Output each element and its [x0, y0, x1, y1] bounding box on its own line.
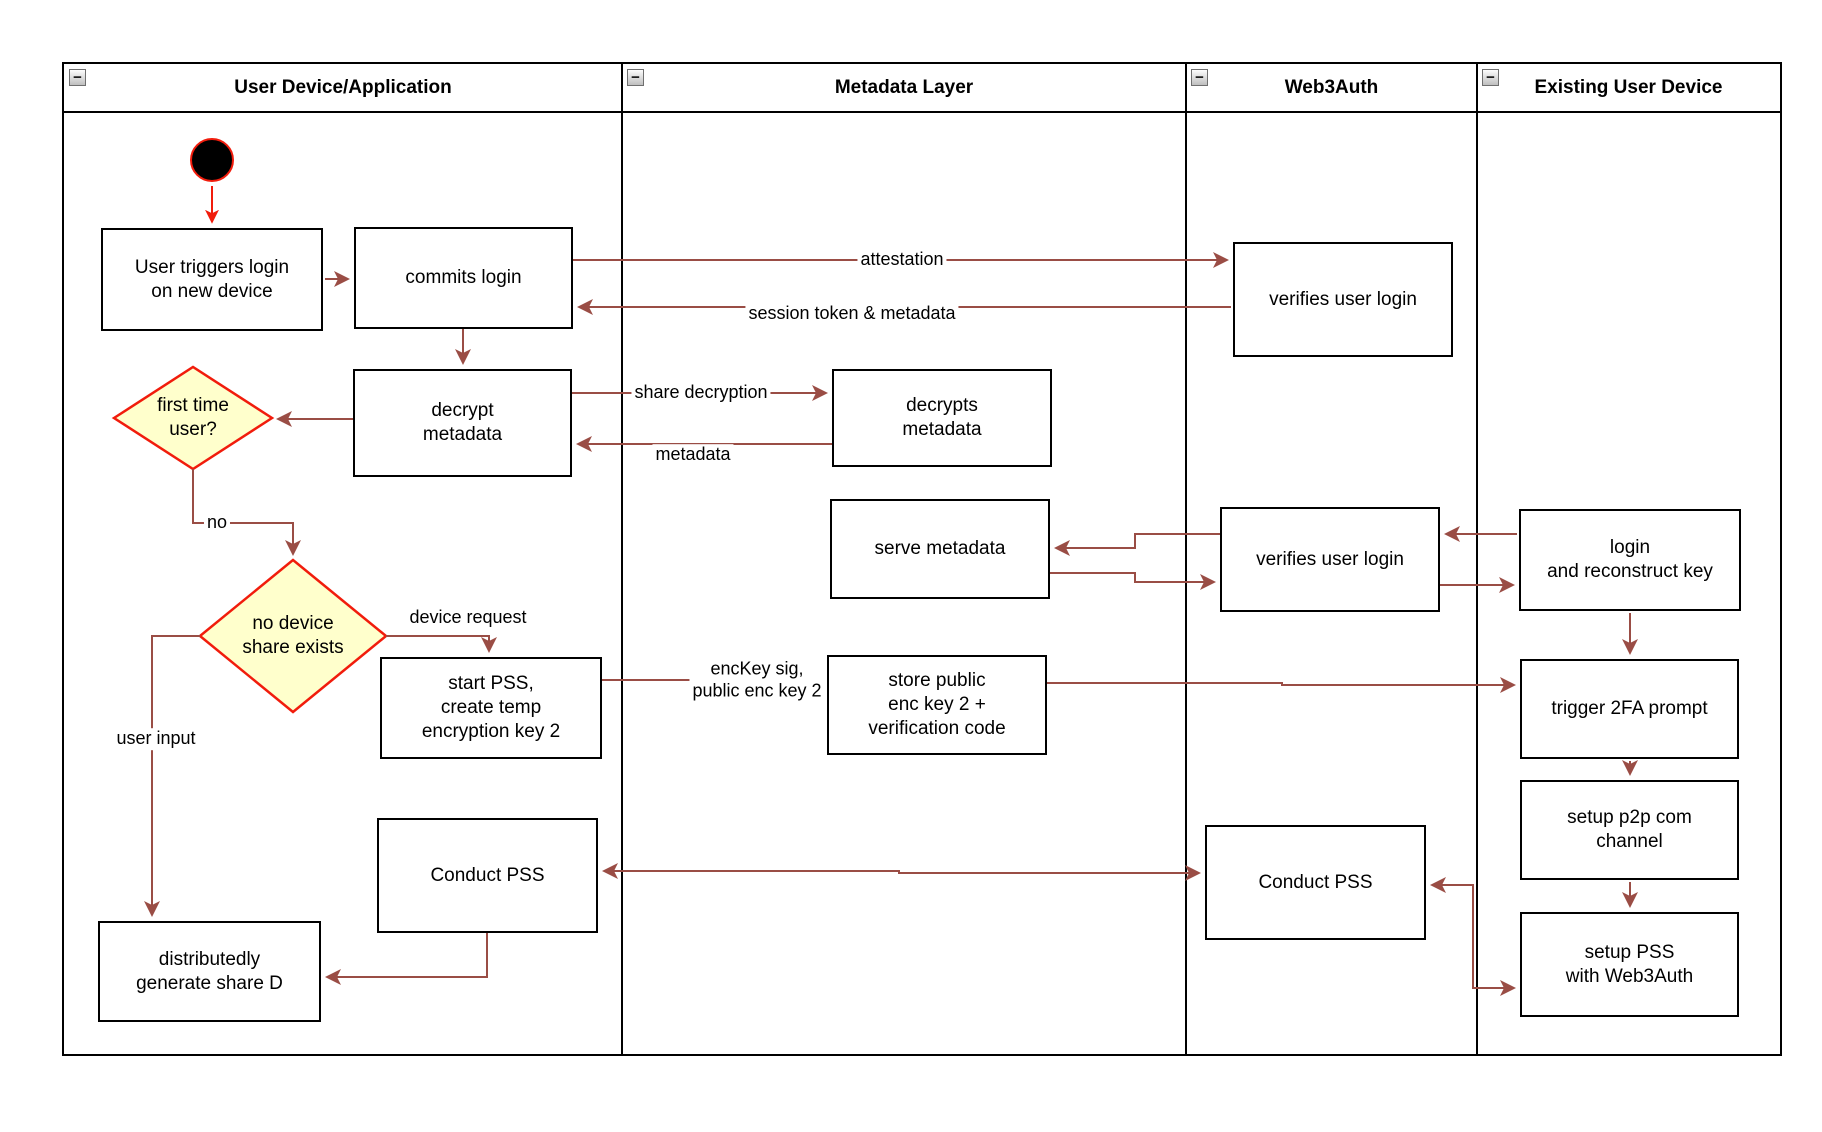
node-verifies-user-login-2[interactable]: verifies user login [1220, 507, 1440, 612]
collapse-lane-icon[interactable]: − [627, 69, 644, 86]
start-node[interactable] [190, 138, 234, 182]
collapse-lane-icon[interactable]: − [69, 69, 86, 86]
node-setup-p2p-channel[interactable]: setup p2p com channel [1520, 780, 1739, 880]
node-conduct-pss-web3auth[interactable]: Conduct PSS [1205, 825, 1426, 940]
lane-title: Web3Auth [1284, 77, 1379, 98]
decision-label-no-device-share: no device share exists [242, 613, 344, 658]
lane-header-web3auth[interactable]: − Web3Auth [1186, 64, 1477, 112]
collapse-lane-icon[interactable]: − [1191, 69, 1208, 86]
edge-device-request [386, 635, 497, 653]
diagram-wires [64, 64, 1780, 1054]
edge-conductpss-to-generate [325, 933, 488, 985]
edge-label-enckey-sig: encKey sig, public enc key 2 [689, 658, 825, 702]
node-serve-metadata[interactable]: serve metadata [830, 499, 1050, 599]
edge-label-no: no [203, 512, 231, 534]
edge-label-device-request: device request [406, 607, 530, 629]
edge-label-share-decryption: share decryption [631, 382, 771, 404]
node-login-reconstruct-key[interactable]: login and reconstruct key [1519, 509, 1741, 611]
lane-header-metadata-layer[interactable]: − Metadata Layer [622, 64, 1186, 112]
node-decrypts-metadata[interactable]: decrypts metadata [832, 369, 1052, 467]
lane-title: Existing User Device [1534, 77, 1723, 98]
node-start-pss[interactable]: start PSS, create temp encryption key 2 [380, 657, 602, 759]
node-conduct-pss-user[interactable]: Conduct PSS [377, 818, 598, 933]
decision-label-first-time-user: first time user? [157, 395, 229, 440]
edge-conductpss-bidirectional [602, 863, 1201, 881]
edge-label-attestation: attestation [857, 249, 947, 271]
node-store-public-enc-key[interactable]: store public enc key 2 + verification co… [827, 655, 1047, 755]
node-setup-pss-web3auth[interactable]: setup PSS with Web3Auth [1520, 912, 1739, 1017]
lane-title: User Device/Application [234, 77, 452, 98]
edge-user-input [144, 635, 200, 917]
edge-label-session-token: session token & metadata [745, 303, 959, 325]
edge-verifies-to-serve [1054, 533, 1220, 556]
lane-title: Metadata Layer [834, 77, 974, 98]
edge-store-to-2fa [1047, 677, 1516, 693]
lane-header-existing-device[interactable]: − Existing User Device [1477, 64, 1780, 112]
node-user-triggers-login[interactable]: User triggers login on new device [101, 228, 323, 331]
node-decrypt-metadata[interactable]: decrypt metadata [353, 369, 572, 477]
lane-header-user-device[interactable]: − User Device/Application [64, 64, 622, 112]
decision-first-time-user[interactable] [111, 365, 275, 471]
edge-setuppss-conductpss [1430, 877, 1516, 996]
node-commits-login[interactable]: commits login [354, 227, 573, 329]
edge-serve-to-verifies [1050, 572, 1216, 590]
edge-label-user-input: user input [113, 728, 199, 750]
collapse-lane-icon[interactable]: − [1482, 69, 1499, 86]
node-trigger-2fa-prompt[interactable]: trigger 2FA prompt [1520, 659, 1739, 759]
activity-diagram: − User Device/Application − Metadata Lay… [62, 62, 1782, 1056]
node-verifies-user-login-1[interactable]: verifies user login [1233, 242, 1453, 357]
edge-no-branch [192, 469, 301, 556]
edge-label-metadata: metadata [652, 444, 734, 466]
node-distributedly-generate[interactable]: distributedly generate share D [98, 921, 321, 1022]
